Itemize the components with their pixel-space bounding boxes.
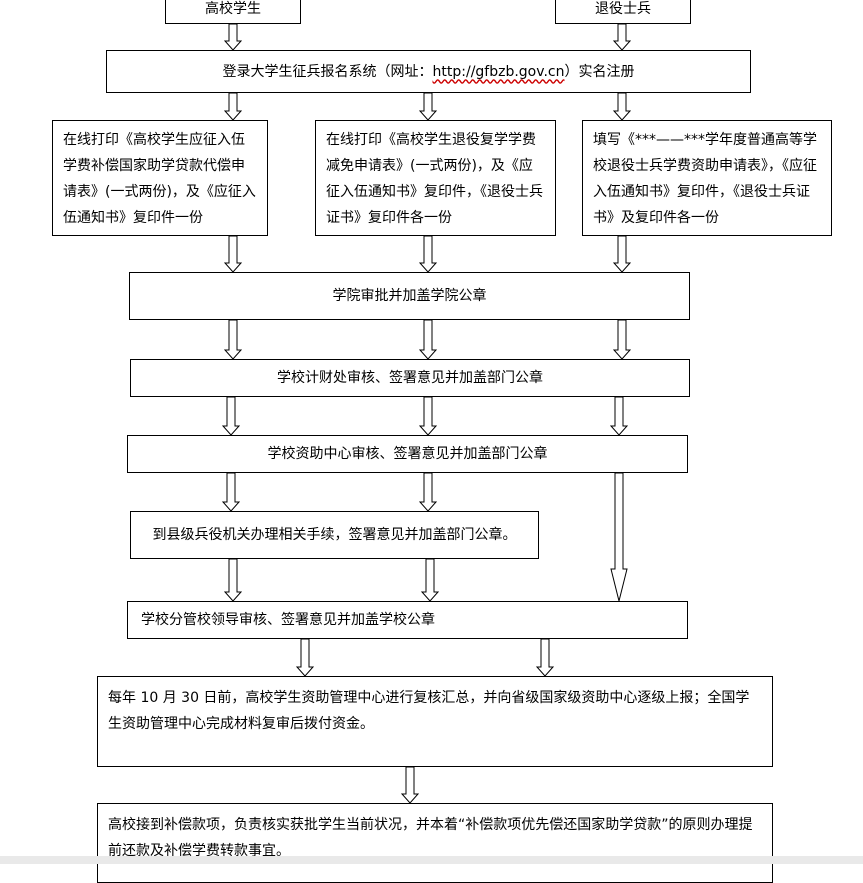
arrow-college-to-finance-3 [612,319,632,360]
student-box: 高校学生 [165,0,301,24]
register-box: 登录大学生征兵报名系统（网址：http://gfbzb.gov.cn）实名注册 [106,50,751,93]
form-text-returning-student: 在线打印《高校学生退役复学学费减免申请表》(一式两份)，及《应征入伍通知书》复印… [326,132,543,226]
arrow-finance-to-aid-2 [418,396,438,436]
veteran-label: 退役士兵 [595,1,651,17]
college-approval-text: 学院审批并加盖学院公章 [332,288,487,304]
arrow-student-to-register [223,23,243,51]
arrow-college-to-finance-1 [223,319,243,360]
arrow-aid-to-county-2 [418,472,438,512]
form-box-student: 在线打印《高校学生应征入伍学费补偿国家助学贷款代偿申请表》(一式两份)，及《应征… [52,120,268,236]
arrow-form-left-to-college [223,235,243,273]
finance-review-text: 学校计财处审核、签署意见并加盖部门公章 [277,370,543,386]
payment-box: 高校接到补偿款项，负责核实获批学生当前状况，并本着“补偿款项优先偿还国家助学贷款… [97,803,773,883]
arrow-veteran-to-register [612,23,632,51]
arrow-county-to-leader-1 [223,558,243,602]
leader-review-text: 学校分管校领导审核、签署意见并加盖学校公章 [141,612,435,628]
arrow-register-to-form-right [612,92,632,121]
arrow-leader-to-annual-1 [295,638,315,677]
leader-review-box: 学校分管校领导审核、签署意见并加盖学校公章 [127,601,688,639]
arrow-form-right-to-college [612,235,632,273]
veteran-box: 退役士兵 [555,0,691,24]
finance-review-box: 学校计财处审核、签署意见并加盖部门公章 [130,359,690,397]
form-text-student: 在线打印《高校学生应征入伍学费补偿国家助学贷款代偿申请表》(一式两份)，及《应征… [63,132,256,226]
flow-arrows [221,23,632,804]
arrow-register-to-form-middle [418,92,438,121]
register-url: http://gfbzb.gov.cn [432,63,565,80]
arrow-aid-to-county-1 [221,472,241,512]
county-military-text: 到县级兵役机关办理相关手续，签署意见并加盖部门公章。 [152,527,517,543]
form-box-veteran: 填写《***——***学年度普通高等学校退役士兵学费资助申请表》，《应征入伍通知… [582,120,832,236]
aid-center-review-text: 学校资助中心审核、签署意见并加盖部门公章 [267,446,548,462]
arrow-form-middle-to-college [418,235,438,273]
student-label: 高校学生 [205,1,261,17]
form-text-veteran: 填写《***——***学年度普通高等学校退役士兵学费资助申请表》，《应征入伍通知… [593,132,817,226]
register-text: 登录大学生征兵报名系统（网址：http://gfbzb.gov.cn）实名注册 [223,59,635,85]
register-suffix: ）实名注册 [564,63,635,80]
arrow-finance-to-aid-1 [221,396,241,436]
county-military-box: 到县级兵役机关办理相关手续，签署意见并加盖部门公章。 [130,511,539,559]
form-box-returning-student: 在线打印《高校学生退役复学学费减免申请表》(一式两份)，及《应征入伍通知书》复印… [315,120,556,236]
arrow-register-to-form-left [223,92,243,121]
arrow-county-to-leader-2 [420,558,440,602]
arrow-college-to-finance-2 [418,319,438,360]
arrow-aid-to-leader-long [610,472,628,602]
arrow-annual-to-payment [400,766,420,804]
aid-center-review-box: 学校资助中心审核、签署意见并加盖部门公章 [127,435,688,473]
annual-summary-box: 每年 10 月 30 日前，高校学生资助管理中心进行复核汇总，并向省级国家级资助… [97,676,773,767]
payment-text: 高校接到补偿款项，负责核实获批学生当前状况，并本着“补偿款项优先偿还国家助学贷款… [108,817,753,859]
arrow-finance-to-aid-3 [609,396,629,436]
college-approval-box: 学院审批并加盖学院公章 [129,272,690,320]
arrow-leader-to-annual-2 [535,638,555,677]
annual-summary-text: 每年 10 月 30 日前，高校学生资助管理中心进行复核汇总，并向省级国家级资助… [108,690,750,732]
register-prefix: 登录大学生征兵报名系统（网址： [222,63,433,80]
bottom-scroll-strip [0,856,863,864]
